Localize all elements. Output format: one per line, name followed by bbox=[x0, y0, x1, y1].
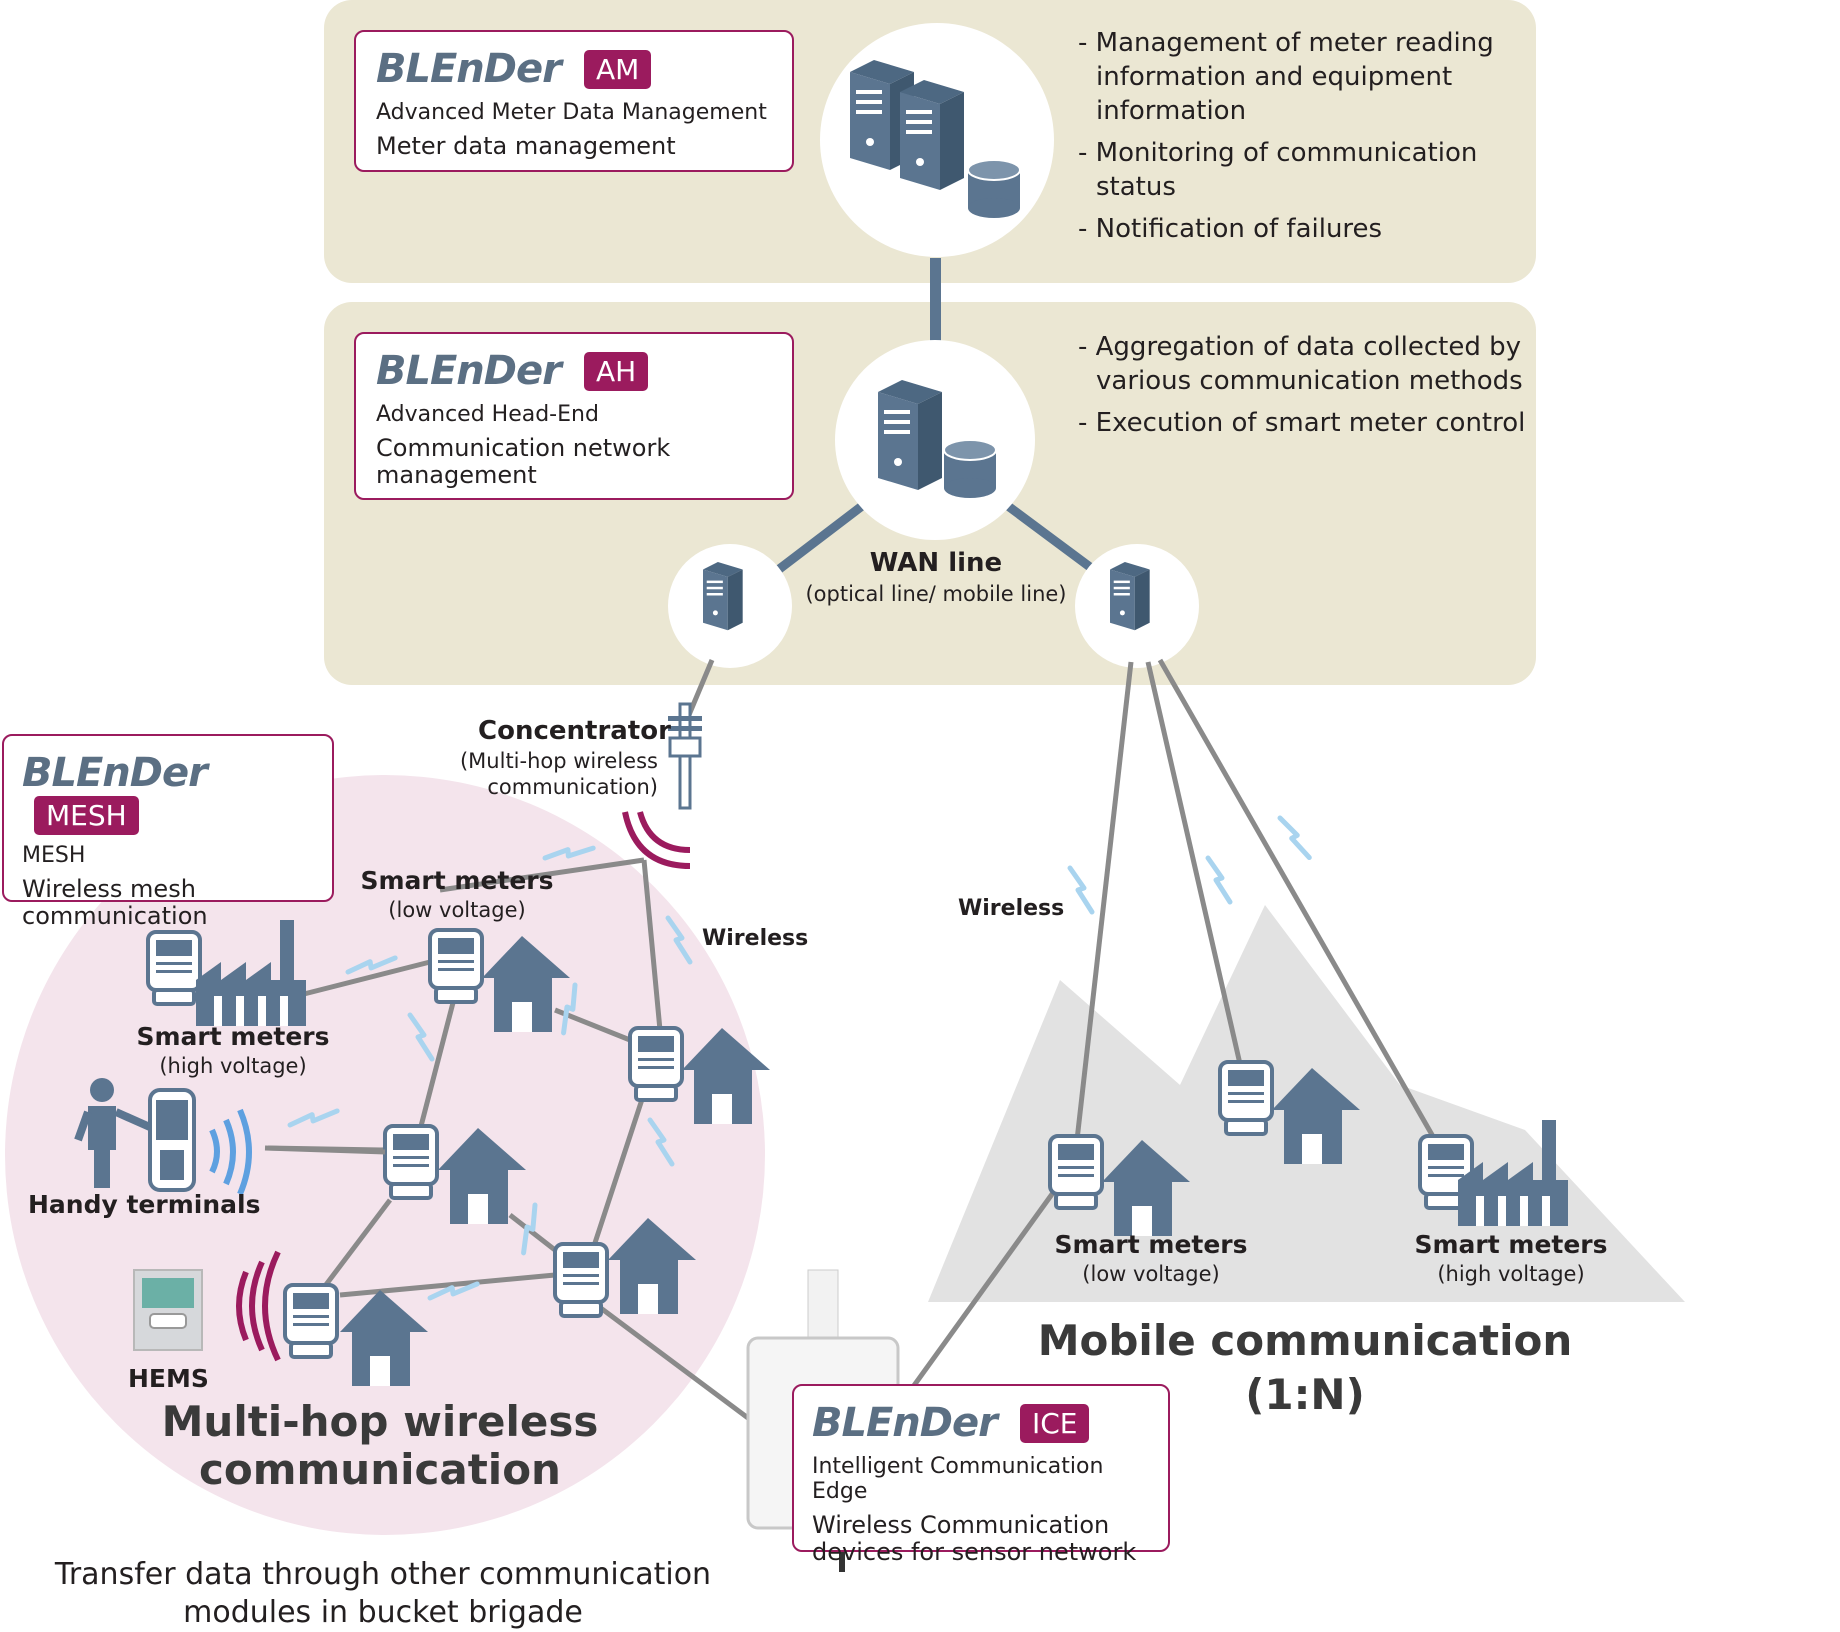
wan-line-subtitle: (optical line/ mobile line) bbox=[805, 582, 1067, 606]
wireless-label-mobile: Wireless bbox=[958, 896, 1065, 921]
handy-terminals-label: Handy terminals bbox=[28, 1190, 261, 1219]
sm-low-mesh-title: Smart meters bbox=[360, 866, 554, 895]
card-mesh-description: Wireless mesh communication bbox=[22, 875, 208, 930]
concentrator-subtitle: (Multi-hop wireless communication) bbox=[459, 749, 658, 799]
handy-terminal-icon bbox=[74, 1078, 252, 1196]
card-ice-subtitle: Intelligent Communication Edge bbox=[812, 1454, 1104, 1504]
card-ah-subtitle: Advanced Head-End bbox=[376, 402, 599, 427]
sm-low-mobile-title: Smart meters bbox=[1054, 1230, 1248, 1259]
card-ah: BLEnDer AH Advanced Head-End Communicati… bbox=[354, 332, 794, 500]
concentrator-title: Concentrator bbox=[478, 716, 671, 746]
card-am: BLEnDer AM Advanced Meter Data Managemen… bbox=[354, 30, 794, 172]
mobile-subtitle: (1:N) bbox=[1245, 1370, 1365, 1419]
sm-low-mesh-subtitle: (low voltage) bbox=[388, 898, 526, 922]
ah-bullets: - Aggregation of data collected by vario… bbox=[1078, 330, 1528, 448]
am-bullet-item: - Management of meter reading informatio… bbox=[1078, 28, 1494, 126]
badge-ice: ICE bbox=[1019, 1403, 1090, 1443]
multihop-title: Multi-hop wireless communication bbox=[161, 1397, 599, 1494]
right-server-icon bbox=[1110, 562, 1150, 631]
blender-logo: BLEnDer bbox=[376, 46, 562, 92]
am-bullets: - Management of meter reading informatio… bbox=[1078, 26, 1518, 254]
card-ice: BLEnDer ICE Intelligent Communication Ed… bbox=[792, 1384, 1170, 1566]
mobile-title: Mobile communication bbox=[1037, 1316, 1573, 1365]
sm-high-mesh-subtitle: (high voltage) bbox=[159, 1054, 307, 1078]
card-am-description: Meter data management bbox=[376, 132, 676, 160]
blender-logo: BLEnDer bbox=[812, 1400, 998, 1446]
hems-icon bbox=[133, 1250, 281, 1362]
am-bullet-item: - Notification of failures bbox=[1078, 214, 1383, 244]
badge-ah: AH bbox=[583, 351, 649, 391]
wan-line-title: WAN line bbox=[869, 548, 1003, 578]
card-mesh: BLEnDer MESH MESH Wireless mesh communic… bbox=[2, 734, 334, 930]
blender-logo: BLEnDer bbox=[22, 750, 208, 796]
hems-label: HEMS bbox=[128, 1364, 209, 1393]
ah-bullet-item: - Execution of smart meter control bbox=[1078, 408, 1526, 438]
left-server-icon bbox=[703, 562, 743, 631]
ah-bullet-item: - Aggregation of data collected by vario… bbox=[1078, 332, 1523, 396]
card-mesh-subtitle: MESH bbox=[22, 843, 86, 868]
badge-am: AM bbox=[583, 49, 652, 89]
sm-low-mobile-subtitle: (low voltage) bbox=[1082, 1262, 1220, 1286]
badge-mesh: MESH bbox=[34, 796, 139, 835]
sm-high-mobile-title: Smart meters bbox=[1414, 1230, 1608, 1259]
blender-logo: BLEnDer bbox=[376, 348, 562, 394]
card-ah-description: Communication network management bbox=[376, 434, 671, 489]
wireless-label-mesh: Wireless bbox=[702, 926, 809, 951]
card-ice-description: Wireless Communication devices for senso… bbox=[812, 1511, 1137, 1566]
multihop-caption: Transfer data through other communicatio… bbox=[54, 1557, 712, 1630]
sm-high-mesh-title: Smart meters bbox=[136, 1022, 330, 1051]
am-bullet-item: - Monitoring of communication status bbox=[1078, 138, 1478, 202]
card-am-subtitle: Advanced Meter Data Management bbox=[376, 100, 767, 125]
concentrator-icon bbox=[622, 702, 702, 869]
sm-high-mobile-subtitle: (high voltage) bbox=[1437, 1262, 1585, 1286]
